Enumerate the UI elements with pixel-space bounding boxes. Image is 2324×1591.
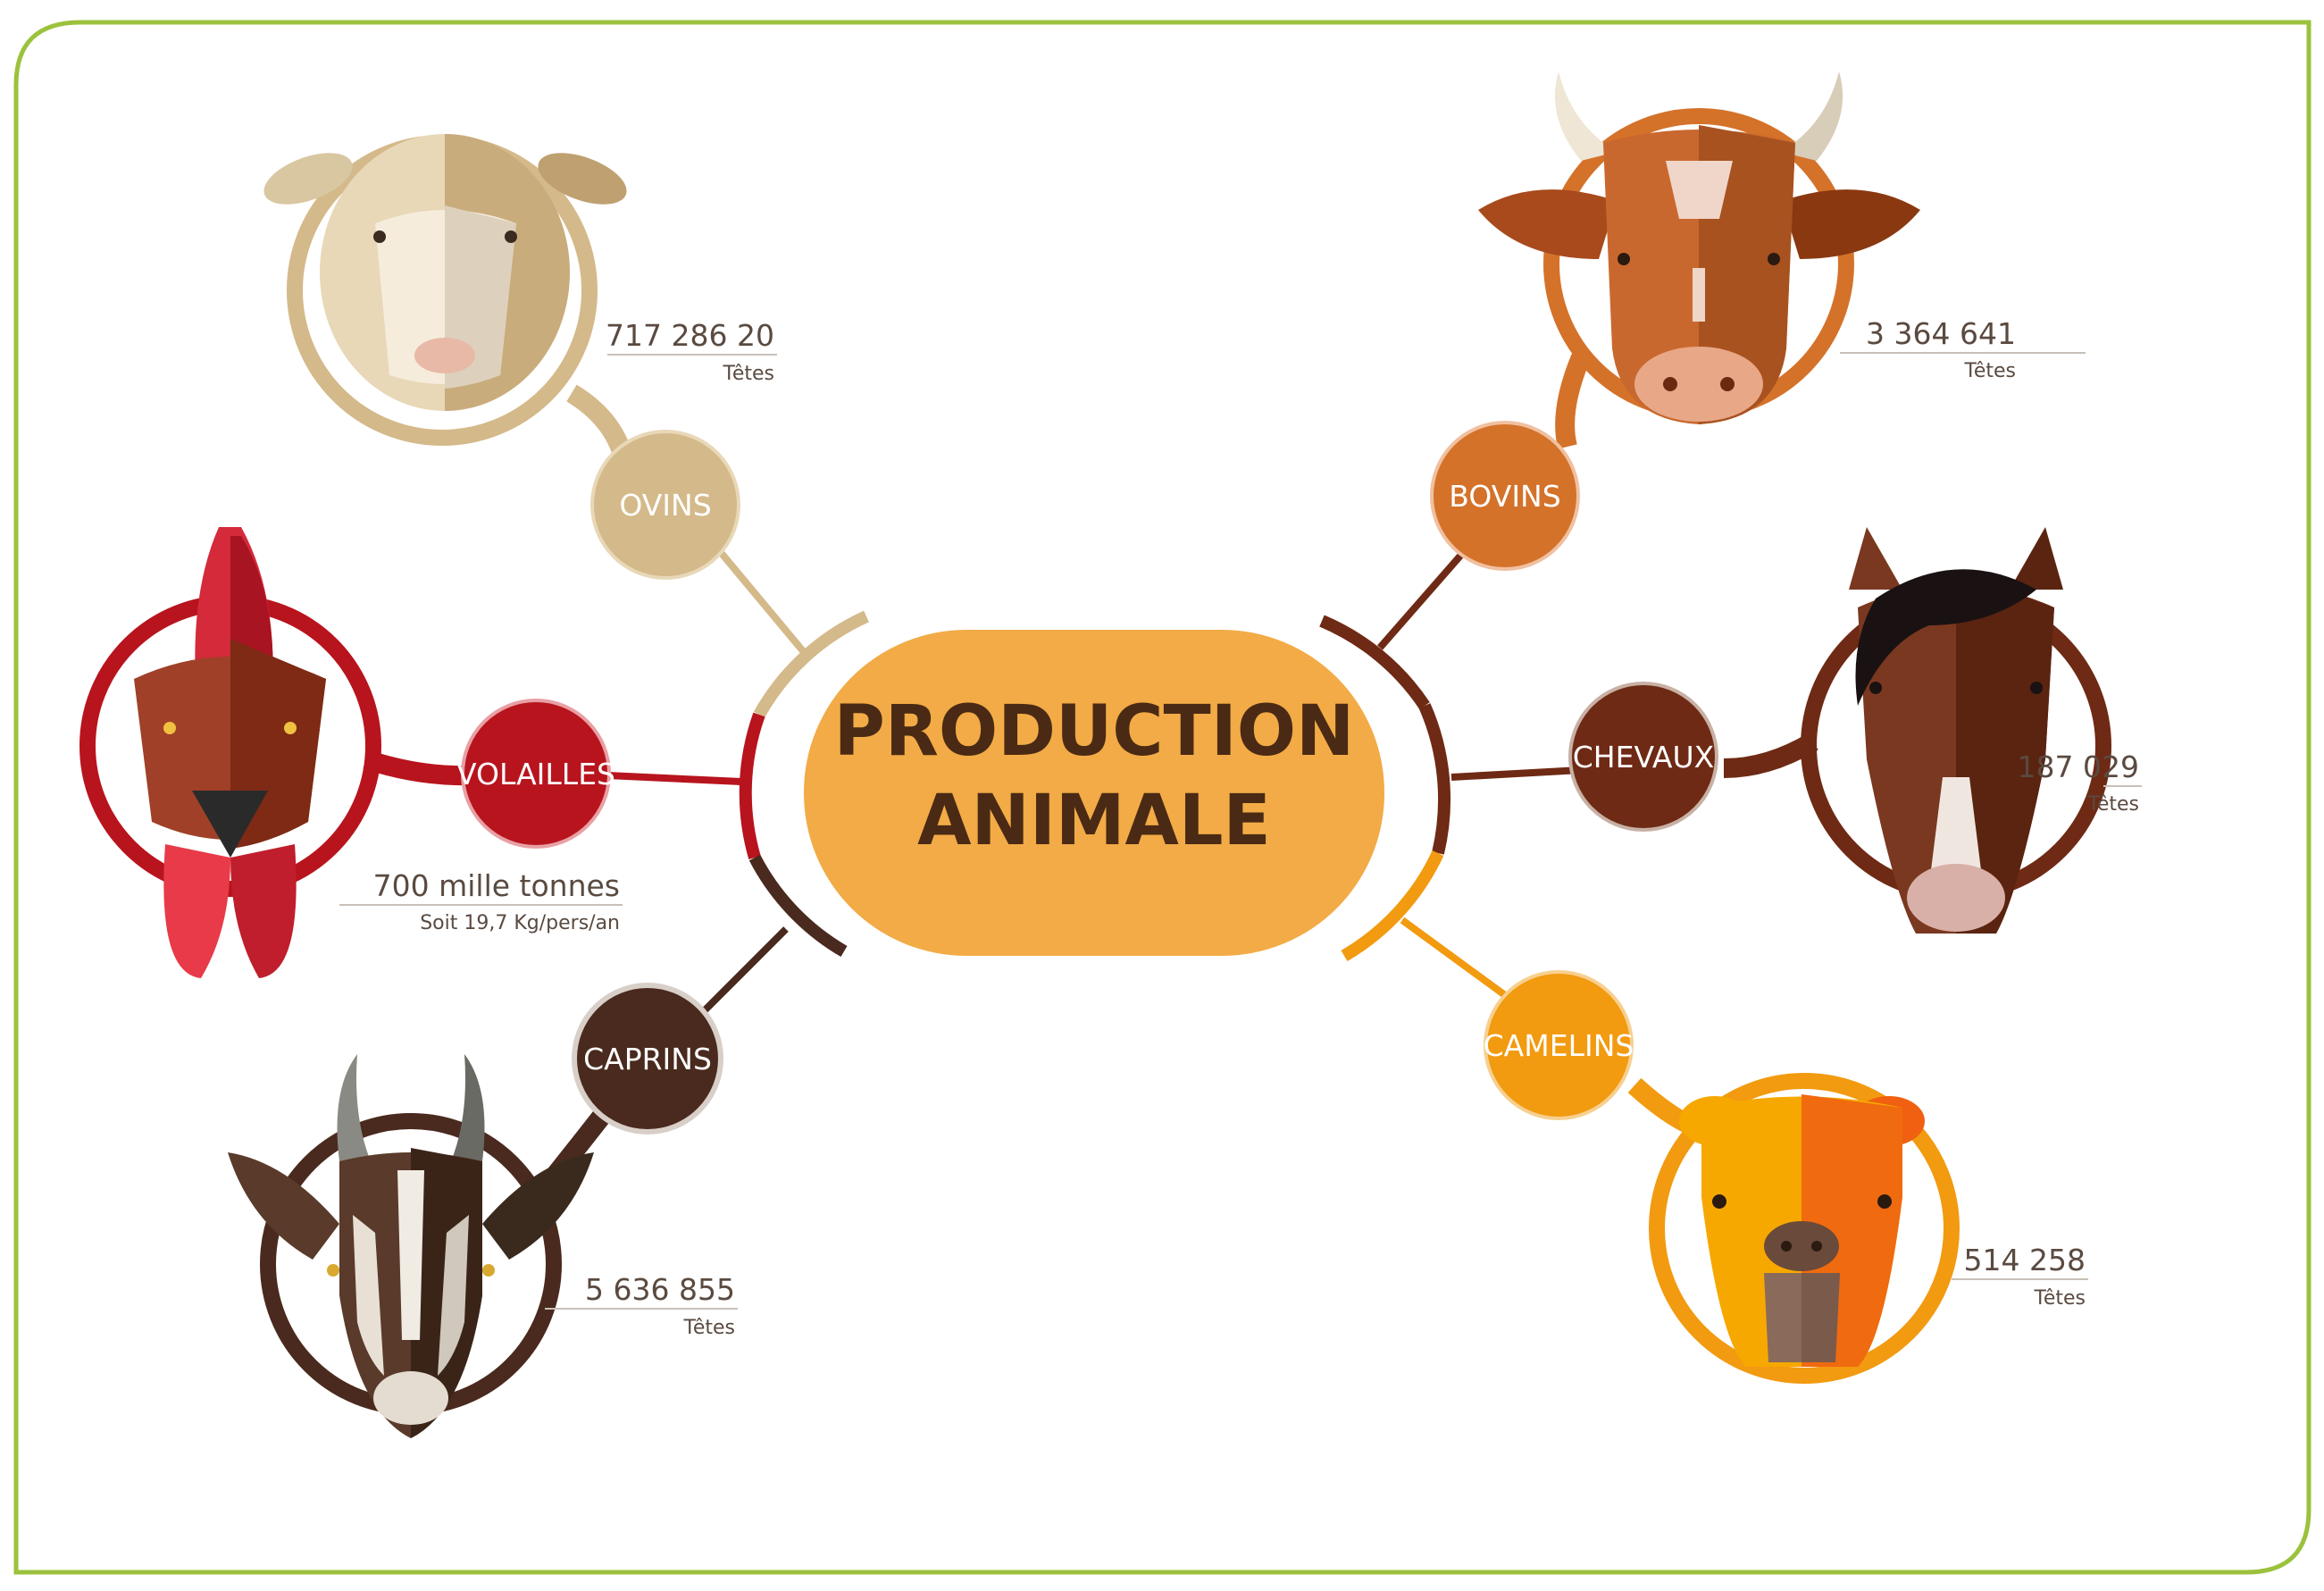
sheep-icon — [263, 134, 627, 411]
category-chevaux: CHEVAUX 187 029 Têtes — [1568, 527, 2142, 934]
chevaux-label: CHEVAUX — [1573, 740, 1715, 775]
camelins-unit: Têtes — [2033, 1287, 2086, 1310]
page-title-line2: ANIMALE — [917, 781, 1271, 861]
category-caprins: CAPRINS 5 636 855 Têtes — [228, 983, 738, 1438]
camel-icon — [1679, 1094, 1925, 1367]
volailles-label: VOLAILLES — [456, 757, 615, 791]
camelins-value: 514 258 — [1964, 1243, 2086, 1277]
rooster-icon — [134, 527, 326, 978]
horse-icon — [1849, 527, 2063, 934]
page-title-line1: PRODUCTION — [834, 691, 1355, 772]
bovins-value: 3 364 641 — [1866, 316, 2016, 351]
ovins-unit: Têtes — [722, 363, 774, 385]
volailles-value: 700 mille tonnes — [373, 868, 620, 903]
ovins-value: 717 286 20 — [606, 318, 774, 353]
center-brackets — [739, 610, 1451, 962]
cow-icon — [1478, 71, 1920, 424]
category-volailles: VOLAILLES 700 mille tonnes Soit 19,7 Kg/… — [79, 527, 623, 978]
caprins-label: CAPRINS — [583, 1042, 712, 1076]
camelins-label: CAMELINS — [1484, 1028, 1634, 1063]
ovins-label: OVINS — [619, 488, 711, 523]
volailles-unit: Soit 19,7 Kg/pers/an — [420, 912, 620, 934]
center-pill — [804, 630, 1384, 956]
category-bovins: BOVINS 3 364 641 Têtes — [1430, 71, 2086, 571]
bovins-label: BOVINS — [1449, 479, 1560, 514]
caprins-value: 5 636 855 — [585, 1272, 735, 1307]
category-ovins: OVINS 717 286 20 Têtes — [263, 134, 777, 580]
frame-border — [13, 20, 2311, 1575]
chevaux-unit: Têtes — [2086, 793, 2139, 816]
caprins-unit: Têtes — [682, 1317, 735, 1339]
bovins-unit: Têtes — [1963, 360, 2016, 382]
category-camelins: CAMELINS 514 258 Têtes — [1484, 970, 2088, 1384]
goat-icon — [228, 1054, 594, 1438]
chevaux-value: 187 029 — [2018, 749, 2139, 784]
